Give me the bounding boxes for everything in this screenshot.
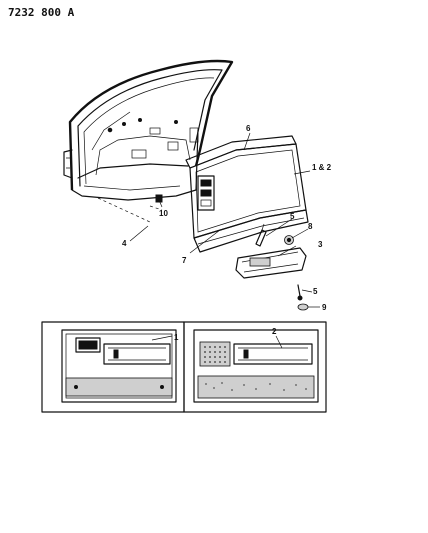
leader-lines: [129, 132, 320, 308]
panel-opening: [189, 127, 199, 143]
fastener-screw: [255, 223, 267, 247]
callout-2: 2: [272, 327, 277, 336]
callout-5-upper: 5: [290, 212, 295, 221]
callout-6: 6: [246, 124, 251, 133]
carpet-band-2: [197, 375, 315, 399]
inset-frame-1: [41, 321, 185, 413]
panel-opening: [131, 149, 147, 159]
callout-9: 9: [322, 303, 327, 312]
panel-opening: [167, 141, 179, 151]
callout-10: 10: [159, 209, 168, 218]
callout-7: 7: [182, 256, 187, 265]
door-trim-panel: [185, 135, 309, 253]
carpet-band-1: [65, 377, 173, 397]
callout-4: 4: [122, 239, 127, 248]
inset-frame-2: [183, 321, 327, 413]
callout-1: 1: [174, 333, 179, 342]
callout-8: 8: [308, 222, 313, 231]
inset-panel-2: [183, 321, 327, 413]
panel-opening: [149, 127, 161, 135]
inset-panel-1: [41, 321, 185, 413]
callout-1-and-2: 1 & 2: [312, 163, 332, 172]
armrest-pad: [249, 257, 271, 267]
armrest-assembly: [235, 247, 307, 279]
switch-bezel: [197, 175, 215, 211]
switch-pod: [75, 337, 101, 353]
fastener-clip: [284, 235, 294, 245]
document-code: 7232 800 A: [8, 6, 75, 19]
callout-5-lower: 5: [313, 287, 318, 296]
door-frame: [63, 59, 234, 203]
fastener-screw-lower: [297, 284, 303, 301]
fastener-washer: [297, 303, 309, 311]
callout-3: 3: [318, 240, 323, 249]
retainer-clip: [155, 194, 163, 203]
